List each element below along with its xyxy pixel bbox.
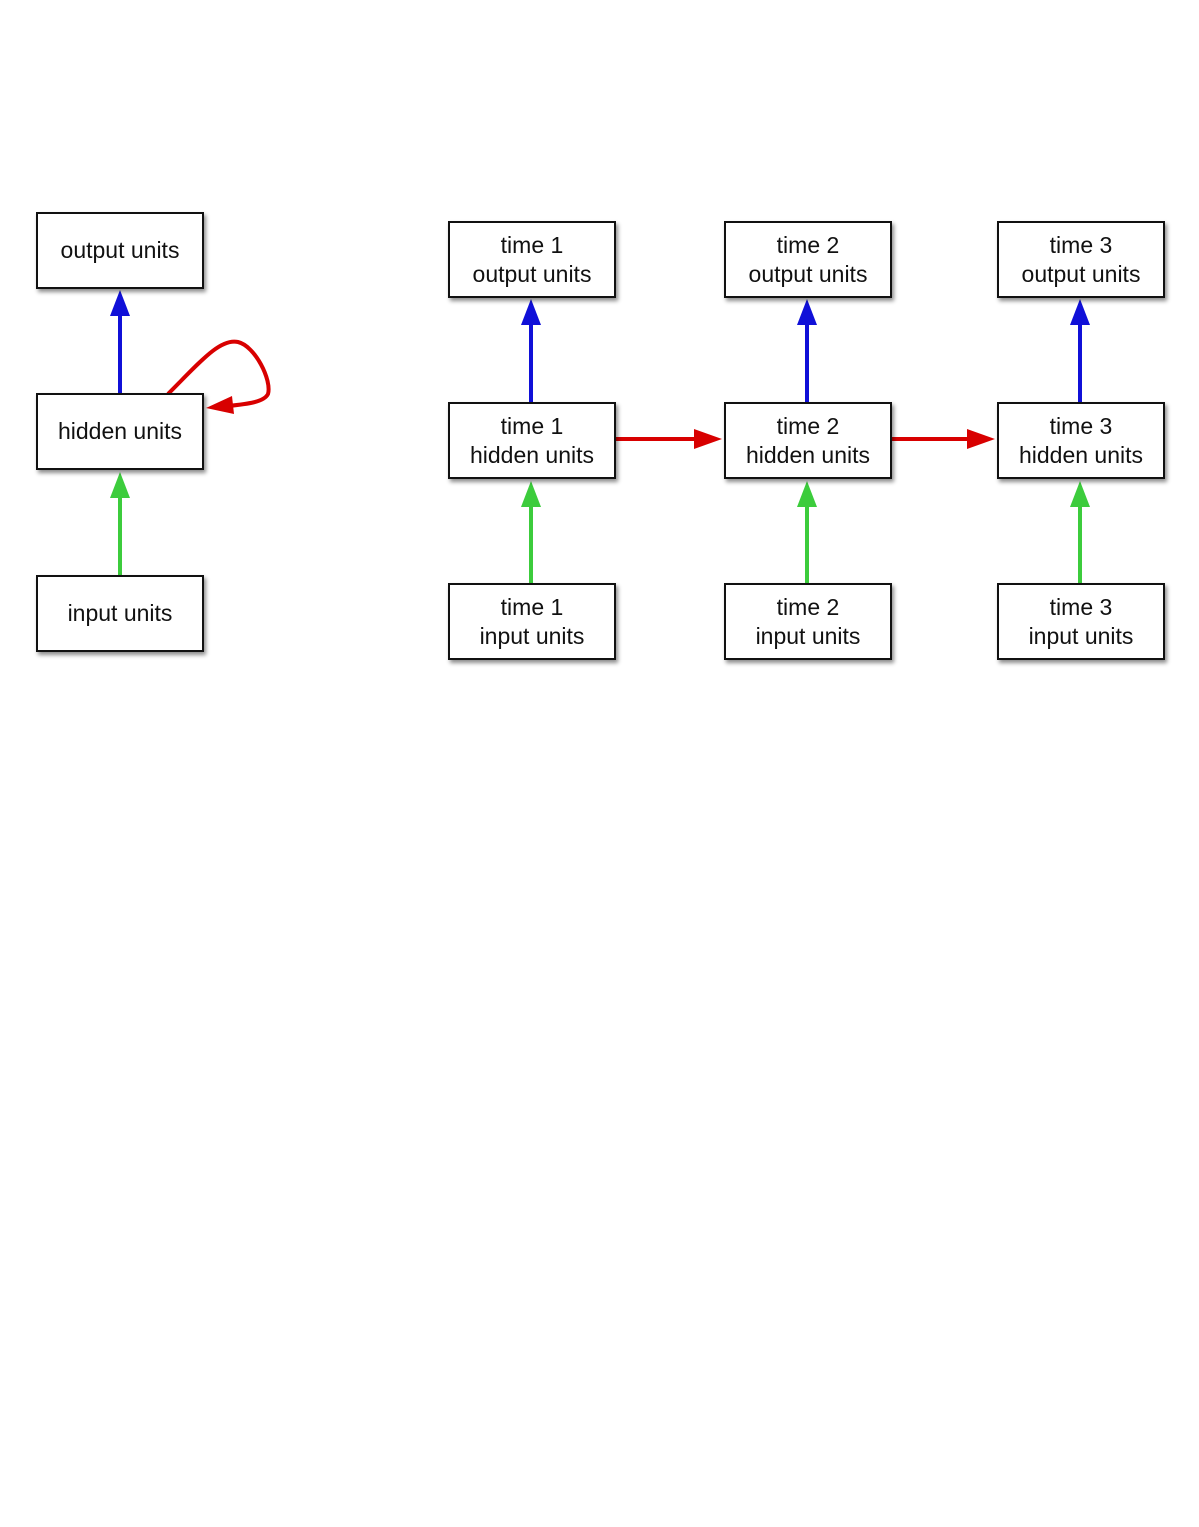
box-time-label: time 1 xyxy=(500,593,564,620)
folded-hidden-units-box: hidden units xyxy=(36,393,204,470)
time-2-hidden-to-output-arrow xyxy=(797,299,817,402)
folded-recurrent-loop-arrow xyxy=(166,339,271,414)
box-time-label: time 3 xyxy=(1049,593,1113,620)
time-3-hidden-to-output-arrow xyxy=(1070,299,1090,402)
box-label: input units xyxy=(67,600,173,626)
box-time-label: time 3 xyxy=(1049,412,1113,439)
box-time-label: time 3 xyxy=(1049,231,1113,258)
time-2-input-to-hidden-arrow xyxy=(797,481,817,583)
box-time-label: time 1 xyxy=(500,412,564,439)
box-time-label: time 2 xyxy=(776,412,840,439)
folded-output-units-box: output units xyxy=(36,212,204,289)
time-1-hidden-to-output-arrow xyxy=(521,299,541,402)
time-2-to-time-3-recurrent-arrow xyxy=(892,429,995,449)
box-label: output units xyxy=(472,260,592,287)
box-label: output units xyxy=(60,237,180,263)
folded-input-to-hidden-arrow xyxy=(110,472,130,575)
folded-input-units-box: input units xyxy=(36,575,204,652)
box-label: hidden units xyxy=(1018,441,1144,468)
folded-hidden-to-output-arrow xyxy=(110,290,130,394)
box-label: hidden units xyxy=(57,418,183,444)
time-1-to-time-2-recurrent-arrow xyxy=(616,429,722,449)
time-3-input-to-hidden-arrow xyxy=(1070,481,1090,583)
box-label: input units xyxy=(755,622,861,649)
time-1-input-to-hidden-arrow xyxy=(521,481,541,583)
box-time-label: time 2 xyxy=(776,593,840,620)
box-label: hidden units xyxy=(745,441,871,468)
box-label: output units xyxy=(1021,260,1141,287)
box-time-label: time 1 xyxy=(500,231,564,258)
box-label: output units xyxy=(748,260,868,287)
box-time-label: time 2 xyxy=(776,231,840,258)
box-label: input units xyxy=(1028,622,1134,649)
box-label: hidden units xyxy=(469,441,595,468)
box-label: input units xyxy=(479,622,585,649)
